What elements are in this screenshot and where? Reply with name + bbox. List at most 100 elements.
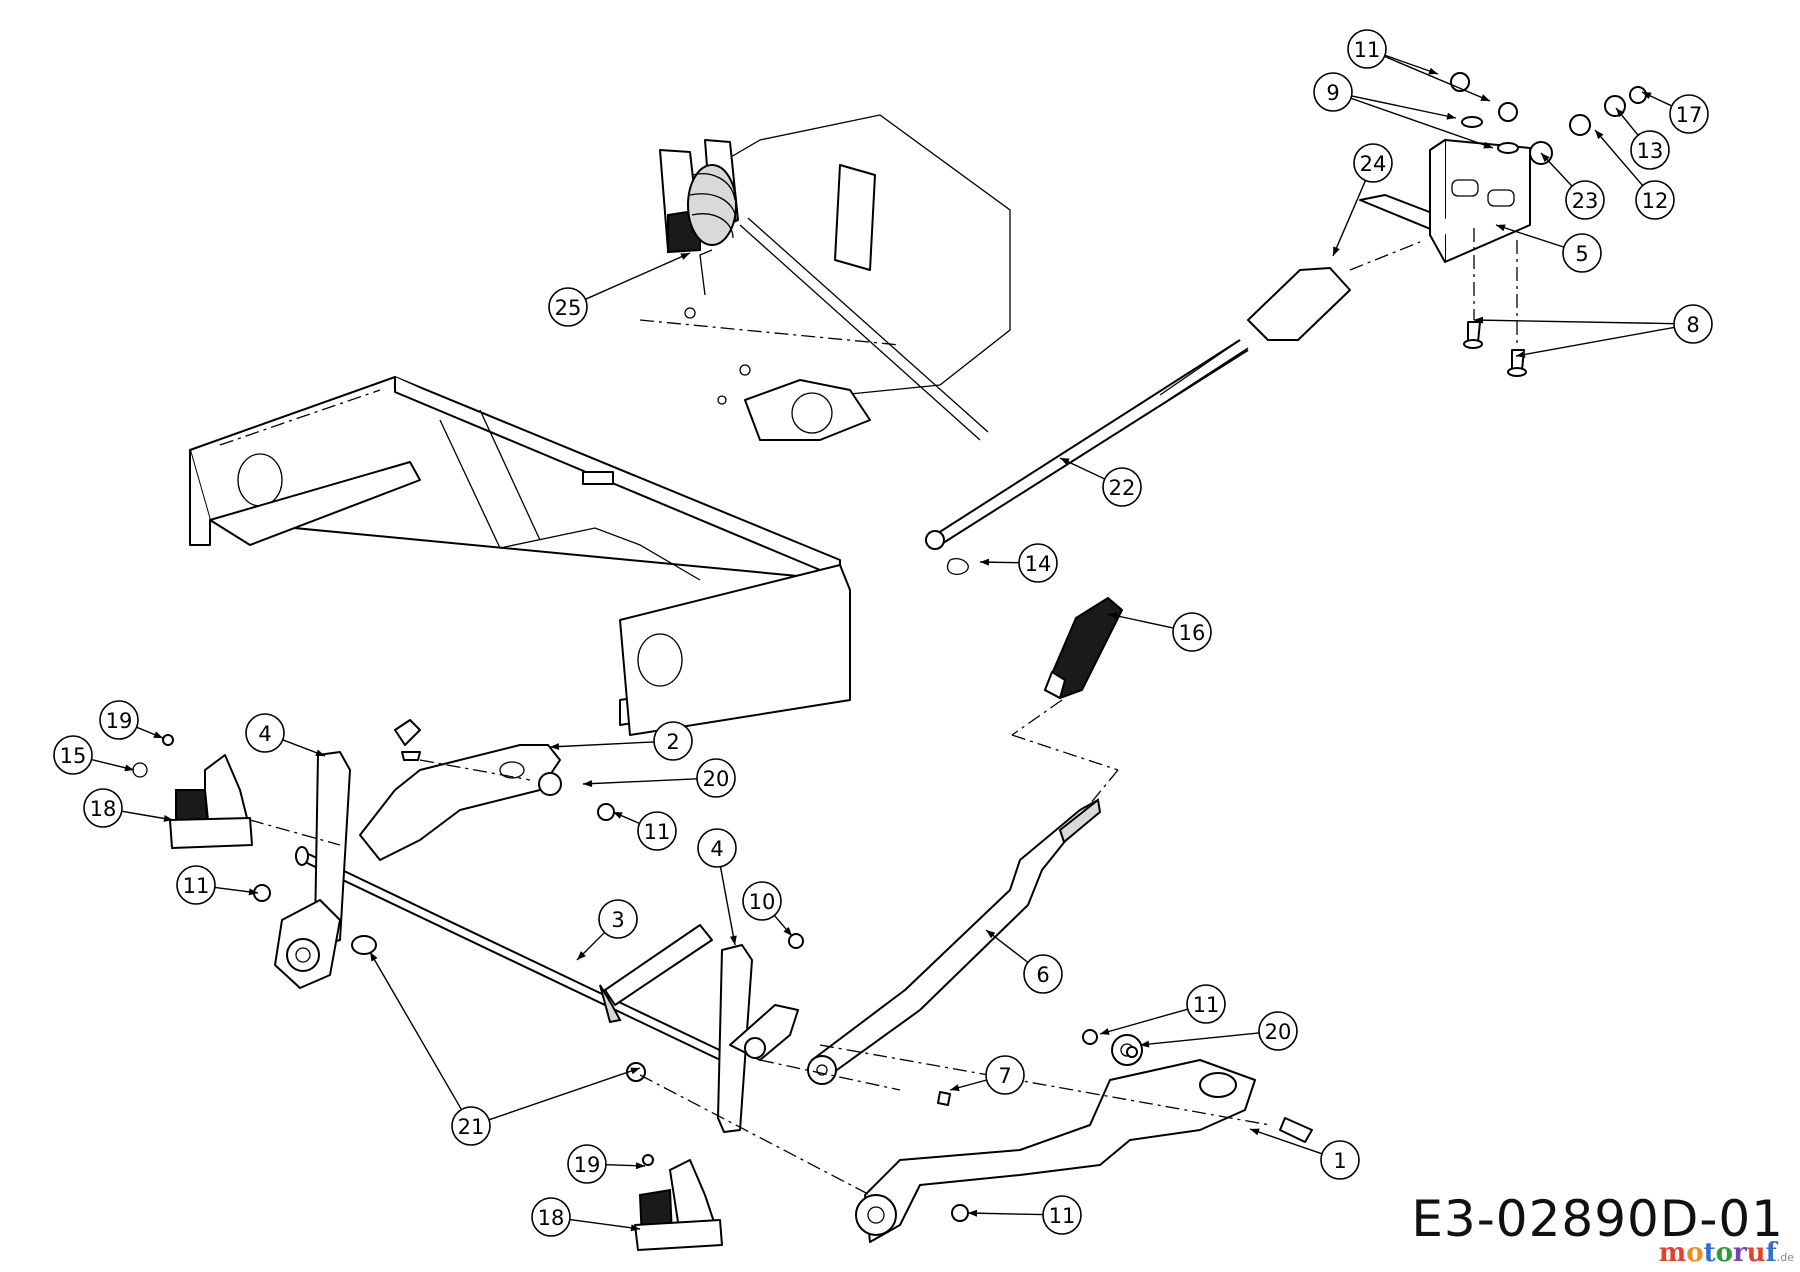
callout-c4b[interactable]: 4 — [697, 828, 737, 868]
callout-circle — [245, 713, 285, 753]
callout-c4a[interactable]: 4 — [245, 713, 285, 753]
callout-circle — [1565, 180, 1605, 220]
leader-arrow-c25-0 — [680, 253, 690, 260]
callout-c11a[interactable]: 11 — [1347, 29, 1387, 69]
callout-label: 18 — [90, 797, 117, 821]
callout-label: 9 — [1326, 81, 1339, 105]
callout-c16[interactable]: 16 — [1172, 612, 1212, 652]
callout-c10[interactable]: 10 — [742, 881, 782, 921]
callout-c19b[interactable]: 19 — [567, 1144, 607, 1184]
leader-arrow-c8-1 — [1516, 350, 1526, 358]
leader-line-c8-0 — [1473, 319, 1675, 325]
callout-c17[interactable]: 17 — [1669, 94, 1709, 134]
torsion-spring — [687, 164, 737, 246]
callout-circle — [1353, 143, 1393, 183]
callout-label: 18 — [538, 1206, 565, 1230]
watermark-logo: motoruf.de — [1659, 1238, 1794, 1268]
leader-arrow-c20b-0 — [1140, 1040, 1150, 1048]
leader-arrow-c18b-0 — [630, 1224, 640, 1232]
pedal-arm — [807, 798, 1102, 1085]
callout-c1[interactable]: 1 — [1320, 1140, 1360, 1180]
leader-arrow-c19a-0 — [153, 731, 163, 738]
callout-circle — [1186, 984, 1226, 1024]
callout-c3[interactable]: 3 — [598, 899, 638, 939]
callout-label: 25 — [555, 296, 582, 320]
callout-c8[interactable]: 8 — [1673, 304, 1713, 344]
leader-arrow-c11a-0 — [1428, 67, 1438, 75]
leader-line-c2-0 — [549, 741, 655, 748]
callout-label: 4 — [710, 837, 723, 861]
leader-line-c9-0 — [1351, 95, 1457, 119]
callout-label: 19 — [574, 1153, 601, 1177]
leader-line-c11a-0 — [1384, 54, 1439, 75]
callout-circle — [653, 721, 693, 761]
callout-circle — [1042, 1195, 1082, 1235]
callout-circle — [451, 1106, 491, 1146]
callout-circle — [1630, 130, 1670, 170]
callout-c22[interactable]: 22 — [1102, 467, 1142, 507]
drawing-code: E3-02890D-01 — [1411, 1190, 1784, 1248]
cross-shaft — [295, 846, 736, 1068]
callout-c2[interactable]: 2 — [653, 721, 693, 761]
leader-arrow-c16-0 — [1108, 612, 1118, 620]
callout-c15[interactable]: 15 — [53, 735, 93, 775]
callout-circle — [531, 1197, 571, 1237]
callout-c18a[interactable]: 18 — [83, 788, 123, 828]
pedal-grip — [1011, 596, 1124, 811]
height-adjust-rod — [925, 241, 1421, 575]
callout-c23[interactable]: 23 — [1565, 180, 1605, 220]
callout-c20a[interactable]: 20 — [696, 758, 736, 798]
callout-label: 19 — [106, 709, 133, 733]
callout-circle — [742, 881, 782, 921]
leader-arrow-c11e-0 — [968, 1209, 978, 1217]
callout-c13[interactable]: 13 — [1630, 130, 1670, 170]
callout-c11e[interactable]: 11 — [1042, 1195, 1082, 1235]
callout-circle — [1102, 467, 1142, 507]
leader-arrow-c11c-0 — [248, 888, 258, 896]
leader-line-c11e-0 — [967, 1212, 1044, 1216]
callout-label: 22 — [1109, 476, 1136, 500]
callout-label: 24 — [1360, 152, 1387, 176]
callout-label: 1 — [1333, 1149, 1346, 1173]
leader-line-c4b-0 — [719, 866, 736, 946]
callout-label: 8 — [1686, 313, 1699, 337]
callout-c11c[interactable]: 11 — [176, 865, 216, 905]
leader-line-c21-0 — [369, 951, 463, 1110]
callout-c11d[interactable]: 11 — [1186, 984, 1226, 1024]
callout-c6[interactable]: 6 — [1023, 954, 1063, 994]
callout-c11b[interactable]: 11 — [637, 811, 677, 851]
leader-arrow-c9-0 — [1446, 112, 1456, 120]
lift-arm-left — [359, 719, 561, 861]
callout-label: 12 — [1642, 189, 1669, 213]
bracket-assembly — [1359, 72, 1647, 377]
leader-arrow-c21-1 — [630, 1067, 640, 1075]
lift-arm-right — [855, 1034, 1313, 1243]
callout-label: 11 — [1193, 993, 1220, 1017]
leader-arrow-c14-0 — [980, 558, 990, 566]
callout-c25[interactable]: 25 — [548, 287, 588, 327]
callout-circle — [1562, 233, 1602, 273]
callout-c18b[interactable]: 18 — [531, 1197, 571, 1237]
callout-c12[interactable]: 12 — [1635, 180, 1675, 220]
callout-c20b[interactable]: 20 — [1258, 1011, 1298, 1051]
leader-arrow-c23-0 — [1541, 153, 1550, 162]
callout-circle — [567, 1144, 607, 1184]
callout-label: 15 — [60, 744, 87, 768]
callout-label: 21 — [458, 1115, 485, 1139]
callout-circle — [1669, 94, 1709, 134]
callout-c19a[interactable]: 19 — [99, 700, 139, 740]
callout-c24[interactable]: 24 — [1353, 143, 1393, 183]
leader-arrow-c21-0 — [370, 952, 378, 962]
callout-c9[interactable]: 9 — [1313, 72, 1353, 112]
callout-leaders — [91, 54, 1675, 1232]
callout-label: 20 — [703, 767, 730, 791]
leader-arrow-c17-0 — [1642, 92, 1652, 99]
callout-c14[interactable]: 14 — [1018, 543, 1058, 583]
callout-c21[interactable]: 21 — [451, 1106, 491, 1146]
callout-c7[interactable]: 7 — [985, 1055, 1025, 1095]
callout-c5[interactable]: 5 — [1562, 233, 1602, 273]
leader-arrow-c1-0 — [1250, 1128, 1260, 1136]
callout-circle — [83, 788, 123, 828]
